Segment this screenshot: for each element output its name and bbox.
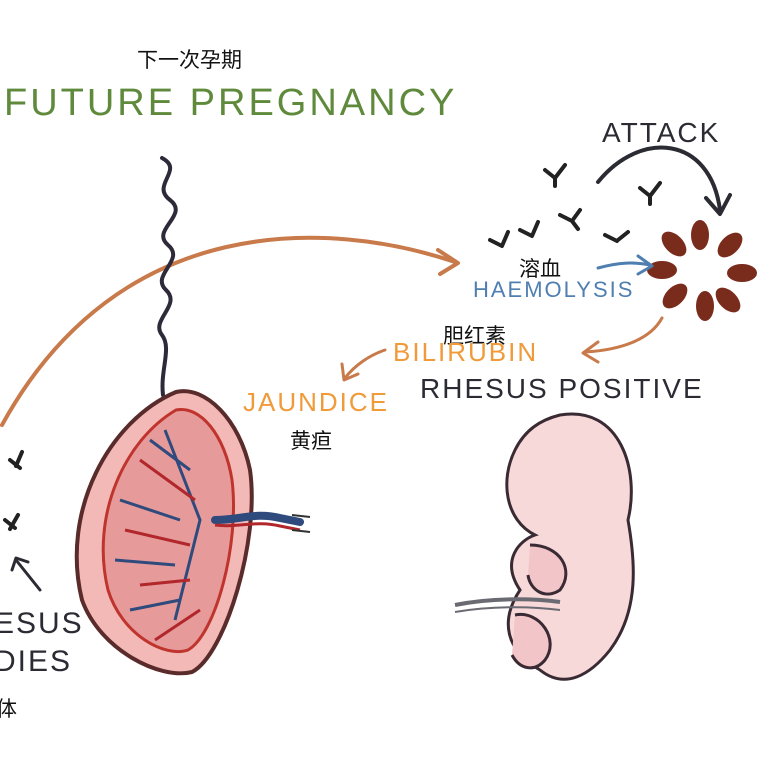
transfer-arrowhead bbox=[436, 248, 460, 276]
bilirubin-arrow bbox=[583, 316, 664, 354]
placenta-illustration bbox=[74, 389, 311, 676]
jaundice-zh-label: 黄疸 bbox=[290, 429, 332, 453]
future-pregnancy-title: FUTURE PREGNANCY bbox=[4, 82, 458, 124]
future-pregnancy-zh-label: 下一次孕期 bbox=[137, 48, 242, 72]
bilirubin-label: BILIRUBIN bbox=[393, 337, 539, 367]
jaundice-arrow bbox=[343, 348, 387, 380]
haemolysis-zh-label: 溶血 bbox=[519, 257, 561, 281]
rhesus-antibodies-line1: ESUS bbox=[0, 607, 84, 640]
haemolysis-label: HAEMOLYSIS bbox=[473, 277, 635, 302]
attack-arrow bbox=[596, 145, 722, 212]
antibody-up-arrow bbox=[14, 558, 42, 592]
umbilical-string bbox=[157, 156, 178, 397]
transfer-arrow bbox=[0, 235, 457, 427]
antibody-icons bbox=[3, 163, 662, 531]
fetus-illustration bbox=[454, 412, 635, 681]
bilirubin-zh-label: 胆红素 bbox=[443, 324, 506, 348]
jaundice-label: JAUNDICE bbox=[243, 387, 390, 417]
attack-label: ATTACK bbox=[602, 117, 721, 148]
rhesus-antibodies-line2: DIES bbox=[0, 645, 73, 678]
rhesus-positive-label: RHESUS POSITIVE bbox=[420, 373, 704, 404]
antibody-zh-label: 体 bbox=[0, 697, 17, 721]
red-blood-cell-burst bbox=[647, 220, 757, 321]
haemolysis-arrow bbox=[596, 261, 652, 270]
